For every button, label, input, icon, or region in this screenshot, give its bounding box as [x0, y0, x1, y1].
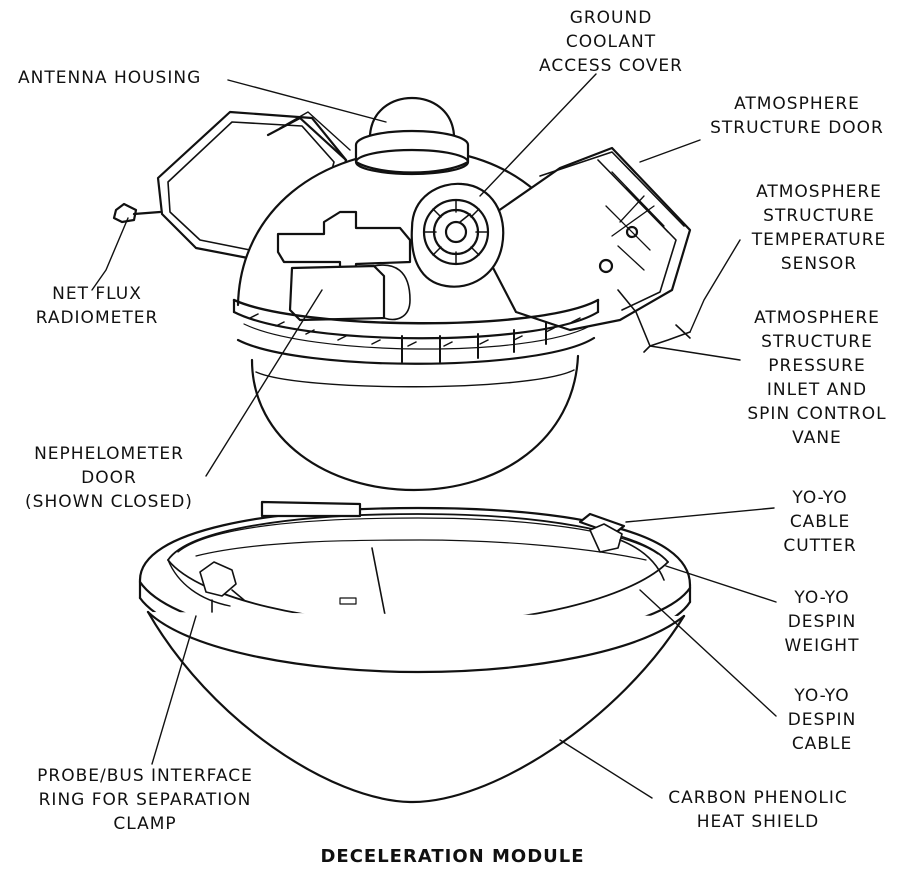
ground-coolant-cover — [410, 182, 505, 288]
label-atmosphere-structure-door: ATMOSPHERE STRUCTURE DOOR — [710, 94, 884, 138]
label-ground-coolant-access-cover: GROUND COOLANT ACCESS COVER — [539, 8, 683, 76]
diagram-caption: DECELERATION MODULE — [320, 846, 585, 867]
leader-lines — [91, 73, 777, 799]
label-atmosphere-structure-pressure-inlet: ATMOSPHERE STRUCTURE PRESSURE INLET AND … — [747, 308, 887, 448]
label-yoyo-cable-cutter: YO-YO CABLE CUTTER — [783, 488, 857, 556]
label-net-flux-radiometer: NET FLUX RADIOMETER — [35, 284, 159, 328]
label-antenna-housing: ANTENNA HOUSING — [18, 68, 202, 88]
net-flux-radiometer — [112, 202, 162, 224]
label-yoyo-despin-weight: YO-YO DESPIN WEIGHT — [784, 588, 860, 656]
label-atmosphere-structure-temperature-sensor: ATMOSPHERE STRUCTURE TEMPERATURE SENSOR — [751, 182, 887, 274]
atmosphere-structure-box — [486, 146, 692, 353]
label-probe-bus-interface-ring: PROBE/BUS INTERFACE RING FOR SEPARATION … — [37, 766, 253, 834]
nephelometer-door — [276, 210, 412, 322]
pressure-vessel-lower — [250, 354, 580, 492]
aeroshell — [138, 500, 692, 804]
label-carbon-phenolic-heat-shield: CARBON PHENOLIC HEAT SHIELD — [668, 788, 848, 832]
label-yoyo-despin-cable: YO-YO DESPIN CABLE — [787, 686, 857, 754]
label-nephelometer-door: NEPHELOMETER DOOR (SHOWN CLOSED) — [25, 444, 193, 512]
equator-flange — [232, 298, 600, 365]
